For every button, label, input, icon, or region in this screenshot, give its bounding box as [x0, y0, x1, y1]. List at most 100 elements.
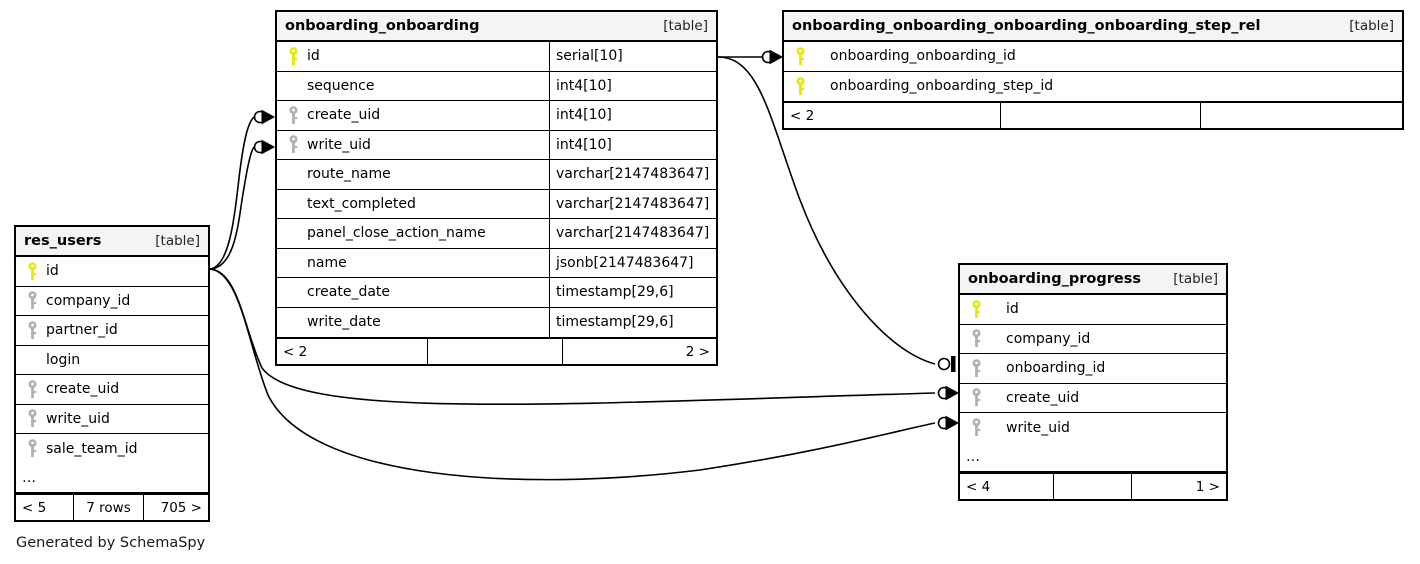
column-name: id — [1006, 301, 1019, 318]
table-row[interactable]: sale_team_id — [16, 434, 208, 464]
column-name-cell: write_uid — [16, 405, 208, 434]
column-name: name — [307, 254, 347, 271]
column-name: id — [46, 263, 59, 280]
column-name-cell: id — [277, 42, 549, 71]
column-name-cell: onboarding_id — [960, 354, 1226, 383]
table-header: onboarding_progress [table] — [960, 265, 1226, 295]
primary-key-icon — [22, 261, 42, 281]
column-type: int4[10] — [549, 130, 716, 159]
table-title: onboarding_progress — [968, 271, 1141, 287]
column-name-cell: id — [16, 257, 208, 286]
table-row[interactable]: id — [960, 295, 1226, 325]
table-type-tag: [table] — [155, 233, 200, 249]
footer-cell: < 4 — [966, 478, 991, 495]
crowfoot-icon — [945, 415, 960, 431]
column-name-cell: text_completed — [277, 190, 549, 219]
table-type-tag: [table] — [1349, 18, 1394, 34]
column-name: text_completed — [307, 195, 416, 212]
column-name: create_uid — [1006, 389, 1080, 406]
column-type: jsonb[2147483647] — [549, 248, 716, 277]
column-name: company_id — [1006, 330, 1091, 347]
column-type: varchar[2147483647] — [549, 160, 716, 189]
column-name-cell: route_name — [277, 160, 549, 189]
column-name: id — [307, 48, 320, 65]
foreign-key-icon — [966, 388, 986, 407]
table-title: res_users — [24, 233, 102, 249]
column-name-cell: company_id — [960, 325, 1226, 354]
table-row[interactable]: partner_id — [16, 316, 208, 346]
column-type: timestamp[29,6] — [549, 307, 716, 337]
table-header: onboarding_onboarding [table] — [277, 12, 716, 42]
table-type-tag: [table] — [1173, 271, 1218, 287]
table-row[interactable]: onboarding_onboarding_id — [784, 42, 1402, 72]
table-row[interactable]: create_uid — [16, 375, 208, 405]
column-name-cell: create_uid — [16, 375, 208, 404]
column-name: create_uid — [307, 107, 381, 124]
table-row[interactable]: name jsonb[2147483647] — [277, 248, 716, 278]
table-header: onboarding_onboarding_onboarding_onboard… — [784, 12, 1402, 42]
table-row[interactable]: onboarding_id — [960, 354, 1226, 384]
table-row[interactable]: panel_close_action_name varchar[214748364… — [277, 219, 716, 249]
generator-credit: Generated by SchemaSpy — [16, 535, 206, 551]
column-name: onboarding_onboarding_step_id — [830, 78, 1054, 95]
crowfoot-icon — [769, 49, 784, 65]
table-row[interactable]: create_uid — [960, 384, 1226, 413]
column-list: onboarding_onboarding_id onboarding_onboa… — [784, 42, 1402, 101]
table-title: onboarding_onboarding — [285, 18, 480, 34]
table-row[interactable]: company_id — [960, 325, 1226, 354]
foreign-key-icon — [22, 409, 42, 428]
table-row[interactable]: company_id — [16, 287, 208, 316]
column-name-cell: write_uid — [277, 131, 549, 160]
more-columns-row: … — [16, 464, 208, 493]
edge-resusers-to-oo-writeuid — [208, 146, 255, 270]
primary-key-icon — [790, 76, 810, 96]
column-name-cell: sale_team_id — [16, 434, 208, 464]
column-name: write_uid — [46, 410, 110, 427]
table-onboarding-step-rel[interactable]: onboarding_onboarding_onboarding_onboard… — [782, 10, 1404, 130]
table-row[interactable]: id serial[10] — [277, 42, 716, 72]
crowfoot-icon — [261, 139, 276, 155]
column-type: varchar[2147483647] — [549, 219, 716, 248]
table-onboarding-progress[interactable]: onboarding_progress [table] id company_id… — [958, 263, 1228, 501]
footer-cell: 705 > — [143, 495, 208, 520]
table-row[interactable]: login — [16, 346, 208, 375]
footer-cell — [1200, 103, 1402, 128]
column-name: create_uid — [46, 381, 120, 398]
edge-oring — [937, 357, 951, 371]
edge-oring — [761, 50, 775, 64]
table-row[interactable]: id — [16, 257, 208, 287]
table-row[interactable]: onboarding_onboarding_step_id — [784, 72, 1402, 102]
primary-key-icon — [283, 46, 303, 66]
footer-cell — [1000, 103, 1200, 128]
column-type: serial[10] — [549, 42, 716, 71]
footer-cell: 2 > — [562, 339, 716, 364]
table-onboarding-onboarding[interactable]: onboarding_onboarding [table] id serial[1… — [275, 10, 718, 366]
footer-cell: < 2 — [790, 107, 815, 124]
table-footer: < 2 2 > — [277, 337, 716, 364]
column-name-cell: write_date — [277, 308, 549, 338]
column-name: onboarding_id — [1006, 360, 1106, 377]
edge-oring — [937, 386, 951, 400]
footer-cell — [1053, 474, 1131, 499]
column-name: sequence — [307, 77, 375, 94]
foreign-key-icon — [22, 291, 42, 310]
column-name: sale_team_id — [46, 440, 138, 457]
table-row[interactable]: write_uid — [960, 413, 1226, 443]
column-name-cell: onboarding_onboarding_step_id — [784, 72, 1402, 102]
footer-cell: < 2 — [283, 343, 308, 360]
foreign-key-icon — [22, 379, 42, 399]
column-name-cell: onboarding_onboarding_id — [784, 42, 1402, 71]
table-row[interactable]: write_uid — [16, 405, 208, 434]
footer-cell — [427, 339, 562, 364]
column-name-cell: login — [16, 346, 208, 375]
column-name: panel_close_action_name — [307, 225, 486, 242]
